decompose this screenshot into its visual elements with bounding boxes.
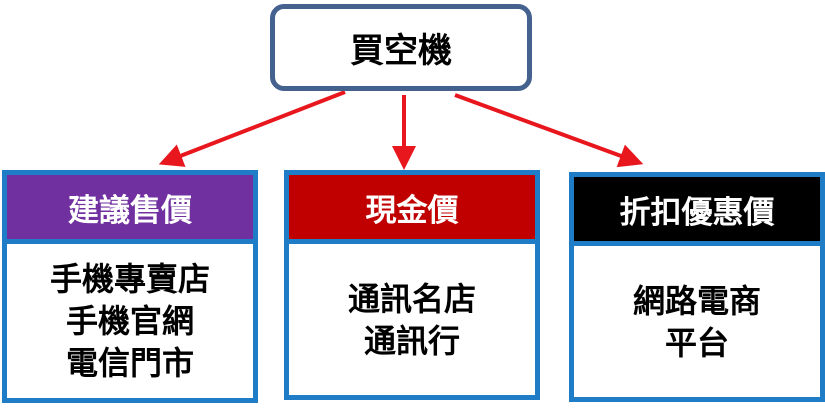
channel-item: 平台 <box>664 323 729 362</box>
arrow-to-suggested-price <box>158 90 346 167</box>
root-label: 買空機 <box>350 31 452 71</box>
channel-item: 通訊行 <box>363 321 460 360</box>
channel-item: 電信門市 <box>65 344 194 382</box>
category-cash-price: 現金價 通訊名店 通訊行 <box>284 170 540 400</box>
category-title: 現金價 <box>365 192 459 229</box>
category-header-discount-price: 折扣優惠價 <box>574 177 820 246</box>
channel-item: 通訊名店 <box>347 279 476 318</box>
category-title: 建議售價 <box>68 192 192 229</box>
category-body: 網路電商 平台 <box>574 246 820 397</box>
arrow-to-discount-price <box>454 93 644 168</box>
category-body: 手機專賣店 手機官網 電信門市 <box>7 244 253 398</box>
category-header-suggested-price: 建議售價 <box>7 175 253 244</box>
category-header-cash-price: 現金價 <box>289 175 535 244</box>
category-discount-price: 折扣優惠價 網路電商 平台 <box>569 172 825 402</box>
channel-item: 網路電商 <box>632 281 761 320</box>
category-suggested-price: 建議售價 手機專賣店 手機官網 電信門市 <box>2 170 258 403</box>
category-title: 折扣優惠價 <box>619 194 775 231</box>
root-node: 買空機 <box>270 4 532 91</box>
category-body: 通訊名店 通訊行 <box>289 244 535 395</box>
channel-item: 手機專賣店 <box>49 260 210 298</box>
channel-item: 手機官網 <box>65 302 194 340</box>
